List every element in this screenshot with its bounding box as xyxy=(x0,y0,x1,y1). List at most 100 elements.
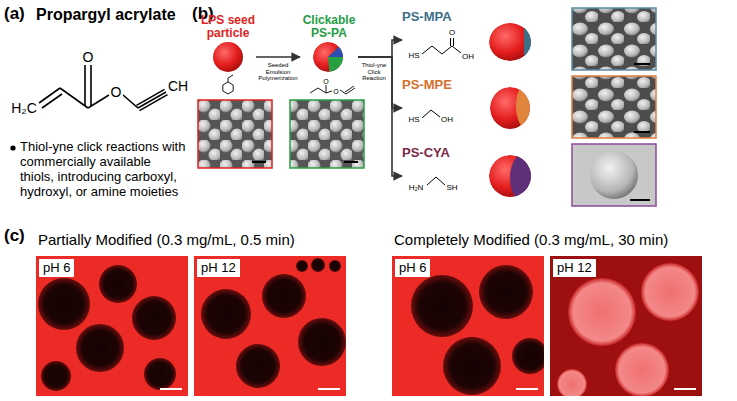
bond xyxy=(310,88,318,93)
seed-particle xyxy=(213,42,243,72)
droplet xyxy=(236,344,280,388)
atom-label: O xyxy=(448,29,456,37)
panel-title: Propargyl acrylate xyxy=(36,6,176,24)
droplet xyxy=(262,274,306,318)
bond xyxy=(431,110,440,117)
droplet xyxy=(512,338,544,374)
droplet xyxy=(443,337,501,395)
sem-image xyxy=(290,100,364,168)
particle-lobe xyxy=(328,57,346,78)
particle-cap xyxy=(510,152,542,204)
atom-label: H₂C xyxy=(10,101,38,115)
droplet xyxy=(201,289,251,339)
droplet xyxy=(144,358,176,390)
droplet xyxy=(296,260,308,272)
bond xyxy=(450,38,451,46)
clickable-particle xyxy=(313,40,346,78)
bond xyxy=(346,88,355,94)
bond xyxy=(140,95,168,111)
image-ground xyxy=(36,256,188,396)
droplet xyxy=(557,369,587,396)
bond xyxy=(138,92,166,108)
cya-particle xyxy=(489,152,542,204)
particle-name: PS-MPA xyxy=(402,8,502,24)
droplet xyxy=(479,265,533,319)
image-ground xyxy=(392,256,544,396)
acrylate-icon xyxy=(310,85,355,94)
particle-name: PS-CYA xyxy=(402,144,502,160)
mpe-particle xyxy=(490,82,540,130)
seed-particle-node: LPS seed particle xyxy=(200,12,256,76)
acrylate-structure xyxy=(39,65,168,111)
atom-label: O xyxy=(332,88,339,95)
condition-title: Completely Modified (0.3 mg/mL, 30 min) xyxy=(394,231,668,248)
particle-cap xyxy=(524,20,536,65)
bond xyxy=(42,94,62,108)
droplet xyxy=(298,318,346,366)
scale-bar xyxy=(252,161,266,163)
bond xyxy=(123,95,138,108)
reaction-arrow xyxy=(358,40,402,57)
droplet xyxy=(641,263,699,321)
atom-label: H₂N xyxy=(408,184,425,192)
bond xyxy=(228,75,233,78)
scale-bar xyxy=(318,388,340,390)
sem-particle xyxy=(590,151,638,199)
scale-bar xyxy=(516,388,538,390)
droplet xyxy=(41,361,71,391)
droplet xyxy=(568,278,636,346)
arrow-label: Seeded Emulsion Polymerization xyxy=(256,62,300,82)
modified-particle-node: PS-MPE xyxy=(402,76,502,140)
bond xyxy=(318,88,326,93)
bond xyxy=(88,95,109,108)
tile-label: pH 6 xyxy=(39,259,74,277)
image-tile: pH 12 xyxy=(550,256,702,396)
scale-bar xyxy=(630,199,650,201)
thiol-structures xyxy=(422,38,461,185)
image-ground xyxy=(194,256,346,396)
bond xyxy=(60,88,88,108)
panel-letter: (a) xyxy=(4,4,25,24)
bond xyxy=(453,38,454,46)
panel-letter: (c) xyxy=(4,226,25,246)
sem-image xyxy=(572,144,656,206)
fluorescence-image xyxy=(392,256,544,396)
bond xyxy=(345,86,354,92)
modified-particle-node: PS-CYA xyxy=(402,144,502,208)
image-tile: pH 6 xyxy=(392,256,544,396)
sem-image xyxy=(572,76,656,138)
particle-name: Clickable PS-PA xyxy=(300,12,358,40)
particle-name: PS-MPE xyxy=(402,76,502,92)
bond xyxy=(432,46,442,54)
atom-label: HS xyxy=(407,52,420,60)
scale-bar xyxy=(634,63,650,65)
styrene-icon xyxy=(223,75,233,94)
mpa-particle xyxy=(489,20,536,65)
bond xyxy=(422,110,431,118)
tile-label: pH 6 xyxy=(395,259,430,277)
arrow-label: Thiol-yne Click Reaction xyxy=(358,62,390,82)
particle-lobe xyxy=(328,40,346,57)
droplet xyxy=(99,265,137,303)
fluorescence-image xyxy=(550,256,702,396)
droplet xyxy=(615,343,669,396)
droplet xyxy=(38,278,90,330)
sem-image xyxy=(198,100,272,168)
tile-label: pH 12 xyxy=(553,259,596,277)
droplet xyxy=(411,275,473,337)
bond xyxy=(427,177,436,185)
atom-label: O xyxy=(82,50,95,64)
bullet-note: Thiol-yne click reactions with commercia… xyxy=(20,140,186,200)
bond xyxy=(90,65,92,106)
reaction-arrow xyxy=(256,56,300,58)
droplet xyxy=(132,296,176,340)
tile-label: pH 12 xyxy=(197,259,240,277)
bond xyxy=(137,89,165,105)
droplet xyxy=(329,260,341,272)
fluorescence-image xyxy=(36,256,188,396)
scale-bar xyxy=(674,388,696,390)
sem-image xyxy=(572,8,656,70)
particle-name: LPS seed particle xyxy=(200,12,256,40)
